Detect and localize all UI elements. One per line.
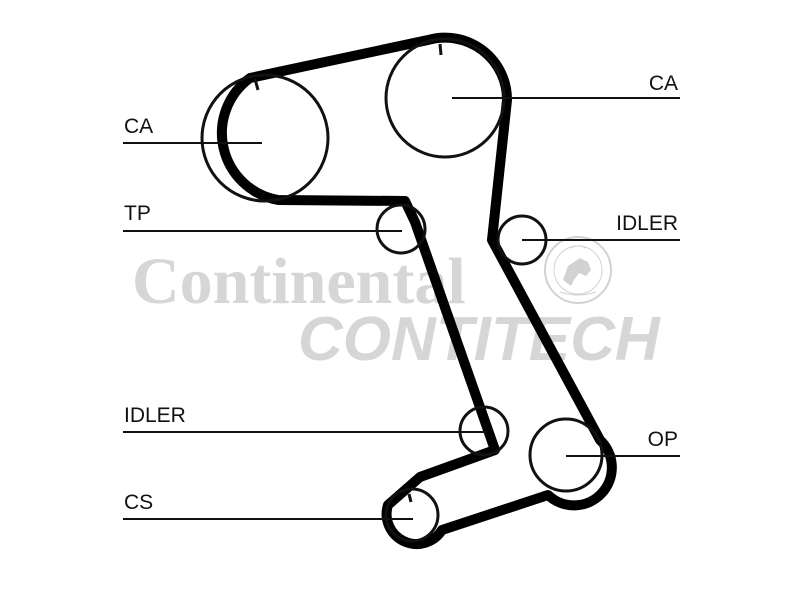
crankshaft-pulley xyxy=(384,487,440,543)
label-op: OP xyxy=(648,428,678,451)
seal-icon xyxy=(544,236,612,304)
watermark-brand-text: Continental xyxy=(132,245,466,318)
callout-labels: CA CA TP IDLER IDLER OP CS xyxy=(124,72,678,514)
brand-watermark: Continental CONTITECH xyxy=(132,236,661,374)
timing-belt xyxy=(216,32,617,549)
label-idler-left: IDLER xyxy=(124,404,186,427)
camshaft-pulley-left xyxy=(200,73,330,203)
belt-group xyxy=(216,32,617,549)
label-tp: TP xyxy=(124,202,151,225)
pulleys xyxy=(200,37,604,543)
label-cs: CS xyxy=(124,491,153,514)
label-ca-right: CA xyxy=(649,72,678,95)
watermark-sub-text: CONTITECH xyxy=(298,305,661,374)
leader-lines xyxy=(123,97,680,520)
label-ca-left: CA xyxy=(124,115,153,138)
label-idler-right: IDLER xyxy=(616,212,678,235)
tensioner-pulley xyxy=(375,203,427,255)
